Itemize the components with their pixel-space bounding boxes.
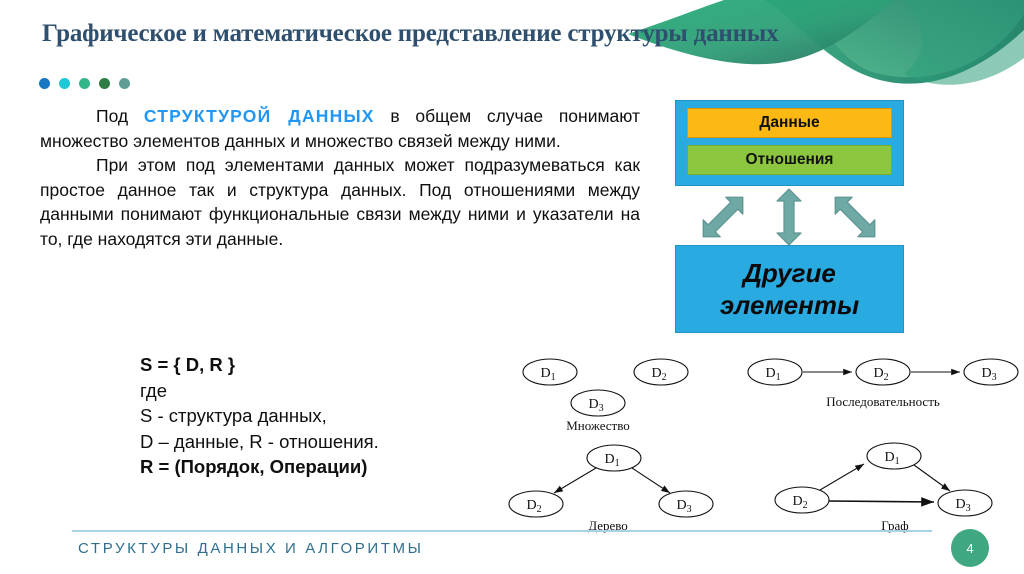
- tree-node-d1: [586, 444, 642, 472]
- other-elements-line-1: Другие: [743, 258, 836, 288]
- tree-edge-2: [631, 467, 671, 494]
- formula-line-2: где: [140, 379, 168, 401]
- graph-diagrams-group: D1 D2 D3 D1 D2 D3 D1 D2 D3 D1 D2 D3 Множ…: [490, 348, 1024, 534]
- paragraph-1-before: Под: [96, 106, 144, 126]
- caption-set: Множество: [566, 418, 630, 433]
- footer-label: СТРУКТУРЫ ДАННЫХ И АЛГОРИТМЫ: [78, 540, 424, 557]
- node-labels: D1 D2 D3 D1 D2 D3 D1 D2 D3 D1 D2 D3: [526, 366, 996, 515]
- graph-node-d1: [866, 442, 922, 470]
- graph-node-d3: [937, 489, 993, 517]
- dot-4: [99, 78, 110, 89]
- seq-node-d3: [963, 358, 1019, 386]
- graph-edge-d2-d3: [828, 497, 935, 507]
- set-node-d1: [522, 358, 578, 386]
- seq-label-d1: D1: [765, 366, 780, 383]
- formula-line-4: D – данные, R - отношения.: [140, 430, 379, 452]
- data-bar: Данные: [687, 108, 892, 138]
- paragraph-1: Под СТРУКТУРОЙ ДАННЫХ в общем случае пон…: [40, 104, 640, 153]
- tree-label-d2: D2: [526, 498, 541, 515]
- body-text-block: Под СТРУКТУРОЙ ДАННЫХ в общем случае пон…: [40, 104, 640, 252]
- caption-graph: Граф: [881, 518, 908, 533]
- caption-tree: Дерево: [588, 518, 628, 533]
- caption-sequence: Последовательность: [826, 394, 940, 409]
- seq-node-d2: [855, 358, 911, 386]
- set-label-d2: D2: [651, 366, 666, 383]
- seq-node-d1: [747, 358, 803, 386]
- formula-line-3: S - структура данных,: [140, 405, 327, 426]
- graph-label-d2: D2: [792, 494, 807, 511]
- formula-block: S = { D, R } где S - структура данных, D…: [140, 352, 379, 480]
- set-label-d3: D3: [588, 397, 603, 414]
- arrow-right-diagonal: [834, 196, 876, 238]
- structure-top-box: Данные Отношения: [675, 100, 904, 186]
- dot-1: [39, 78, 50, 89]
- tree-node-d3: [658, 490, 714, 518]
- graph-edge-d2-d1: [819, 463, 865, 491]
- diagram-captions: Множество Последовательность Дерево Граф: [566, 394, 940, 533]
- decorative-dots: [39, 78, 130, 89]
- arrow-center-vertical: [776, 188, 802, 246]
- seq-label-d2: D2: [873, 366, 888, 383]
- set-node-d3: [570, 389, 626, 417]
- paragraph-1-highlight: СТРУКТУРОЙ ДАННЫХ: [143, 106, 375, 126]
- formula-line-5: R = (Порядок, Операции): [140, 456, 368, 477]
- other-elements-line-2: элементы: [719, 290, 860, 320]
- seq-label-d3: D3: [981, 366, 996, 383]
- dot-3: [79, 78, 90, 89]
- graph-label-d3: D3: [955, 497, 970, 514]
- graph-label-d1: D1: [884, 450, 899, 467]
- relations-bar: Отношения: [687, 145, 892, 175]
- paragraph-2: При этом под элементами данных может под…: [40, 155, 640, 249]
- page-title: Графическое и математическое представлен…: [42, 20, 779, 47]
- footer-divider: [72, 530, 932, 532]
- dot-5: [119, 78, 130, 89]
- paragraph-1-after: в общем случае понимают множество элемен…: [40, 106, 640, 151]
- other-elements-box: Другие элементы: [675, 245, 904, 333]
- tree-label-d1: D1: [604, 452, 619, 469]
- set-node-d2: [633, 358, 689, 386]
- formula-line-1: S = { D, R }: [140, 354, 236, 375]
- tree-label-d3: D3: [676, 498, 691, 515]
- dot-2: [59, 78, 70, 89]
- bidirectional-arrows-group: [675, 186, 904, 248]
- set-label-d1: D1: [540, 366, 555, 383]
- arrow-left-diagonal: [702, 196, 744, 238]
- tree-edge-1: [553, 467, 597, 494]
- graph-node-d2: [774, 486, 830, 514]
- graph-edge-d1-d3: [913, 464, 951, 492]
- tree-node-d2: [508, 490, 564, 518]
- structure-diagram: Данные Отношения: [675, 100, 904, 186]
- other-elements-label: Другие элементы: [720, 257, 859, 321]
- page-number-badge: 4: [951, 529, 989, 567]
